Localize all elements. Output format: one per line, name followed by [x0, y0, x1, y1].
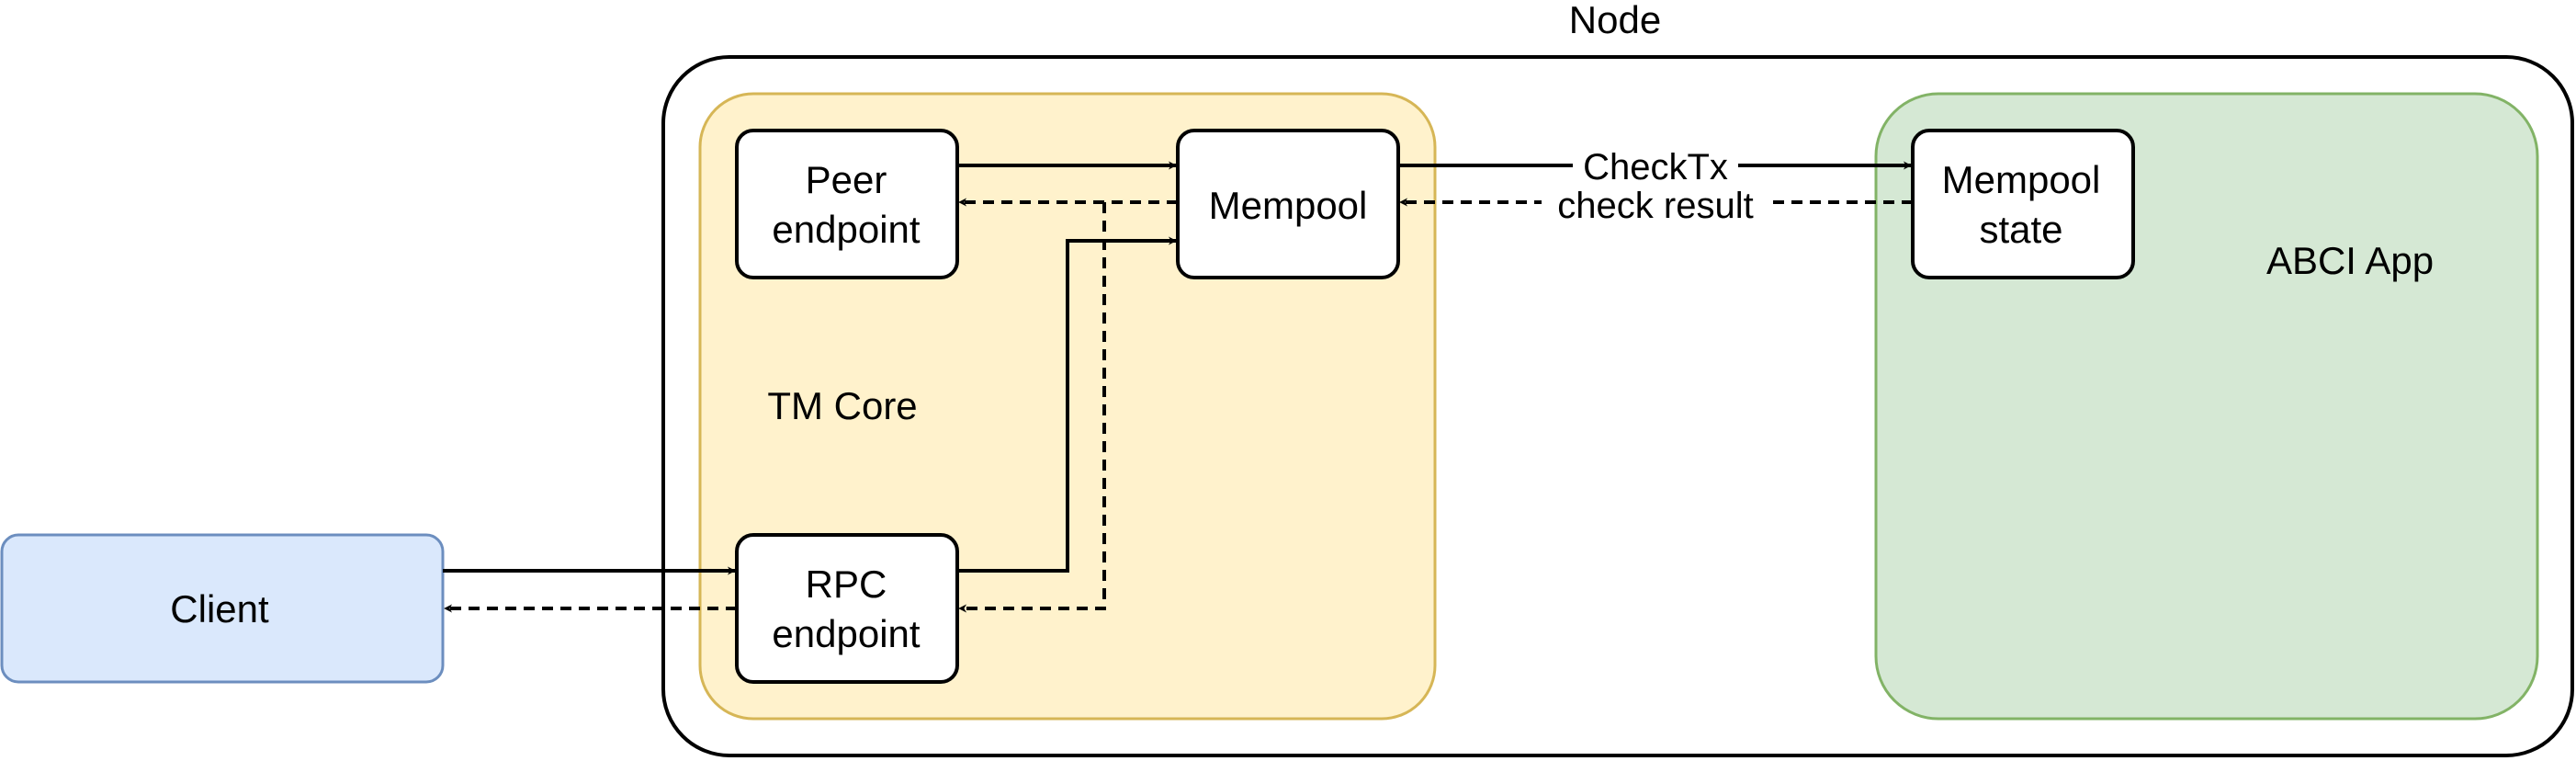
mempool-state-label-line2: state [1979, 208, 2062, 251]
rpc-endpoint-box: RPC endpoint [735, 533, 959, 684]
peer-endpoint-label-line2: endpoint [772, 208, 920, 251]
rpc-endpoint-label-line2: endpoint [772, 612, 920, 655]
edge-labels: CheckTx check result [1542, 145, 1769, 226]
check-result-label: check result [1557, 186, 1753, 226]
node-label: Node [1569, 0, 1661, 41]
peer-endpoint-label-line1: Peer [806, 158, 887, 201]
mempool-box: Mempool [1176, 129, 1400, 279]
peer-endpoint-box: Peer endpoint [735, 129, 959, 279]
client-box: Client [0, 533, 445, 684]
mempool-to-rpc-dashed-arrow [958, 202, 1106, 613]
abci-app-label: ABCI App [2266, 239, 2434, 282]
mempool-state-label-line1: Mempool [1942, 158, 2101, 201]
mempool-label: Mempool [1209, 184, 1368, 227]
checktx-label: CheckTx [1583, 147, 1728, 187]
mempool-state-box: Mempool state [1911, 129, 2135, 279]
rpc-endpoint-label-line1: RPC [806, 562, 887, 606]
rpc-to-mempool-arrow [957, 236, 1177, 573]
client-label: Client [170, 587, 269, 630]
tm-core-label: TM Core [767, 384, 917, 427]
